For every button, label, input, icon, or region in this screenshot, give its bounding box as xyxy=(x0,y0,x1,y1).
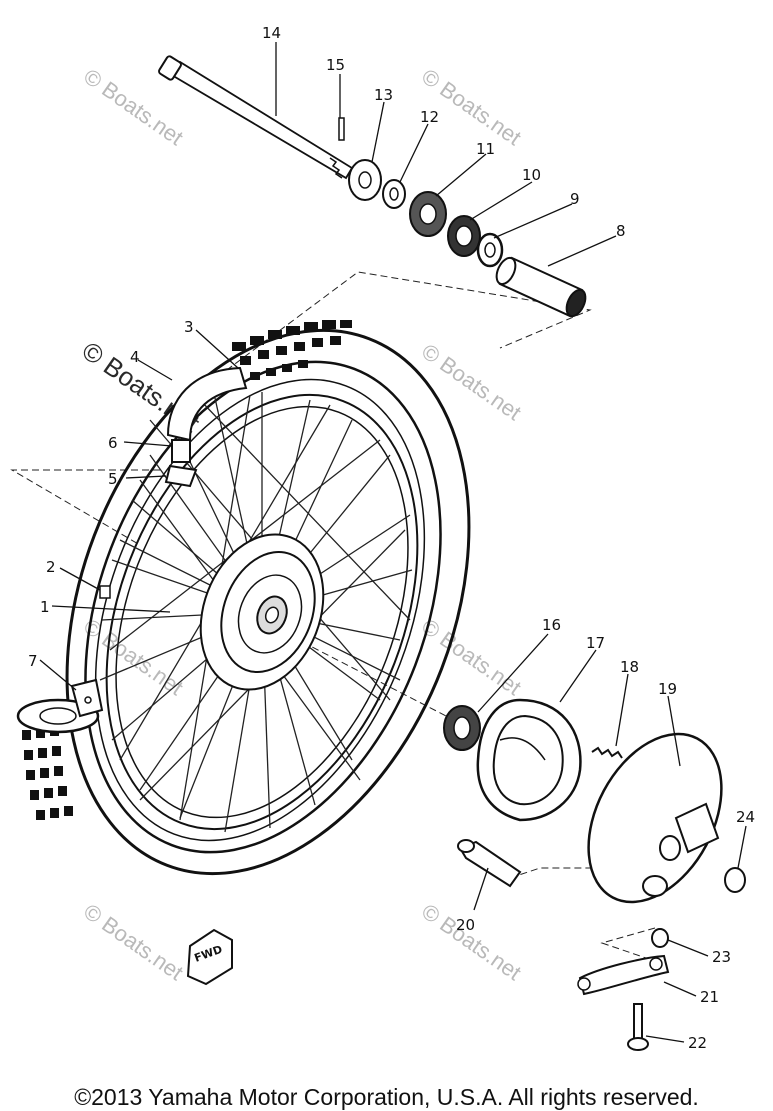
callout-13: 13 xyxy=(374,86,393,104)
lever-bolt xyxy=(627,1003,649,1051)
hub xyxy=(199,533,325,691)
callout-19: 19 xyxy=(658,680,677,698)
axle xyxy=(158,55,354,180)
callout-2: 2 xyxy=(46,558,56,576)
spacer-tube xyxy=(495,256,587,318)
callout-3: 3 xyxy=(184,318,194,336)
callout-20: 20 xyxy=(456,916,475,934)
callout-6: 6 xyxy=(108,434,118,452)
bearing xyxy=(447,215,481,257)
callout-1: 1 xyxy=(40,598,50,616)
callout-7: 7 xyxy=(28,652,38,670)
tire xyxy=(16,320,471,876)
brake-shoes xyxy=(476,698,582,822)
cam-lever xyxy=(577,954,670,996)
cotter-pin xyxy=(338,117,345,141)
brake-cam xyxy=(457,839,522,888)
callout-21: 21 xyxy=(700,988,719,1006)
collar xyxy=(382,179,406,209)
bracket xyxy=(70,678,104,718)
callout-9: 9 xyxy=(570,190,580,208)
callout-22: 22 xyxy=(688,1034,707,1052)
callout-10: 10 xyxy=(522,166,541,184)
return-spring xyxy=(591,746,623,759)
callout-5: 5 xyxy=(108,470,118,488)
brake-nut xyxy=(724,867,746,893)
callout-24: 24 xyxy=(736,808,755,826)
callout-12: 12 xyxy=(420,108,439,126)
leader-lines xyxy=(39,42,747,1043)
assembly-guide-lines xyxy=(10,271,656,959)
watermark: © Boats.net xyxy=(417,64,526,151)
callout-18: 18 xyxy=(620,658,639,676)
washer xyxy=(651,928,669,948)
callout-8: 8 xyxy=(616,222,626,240)
callout-4: 4 xyxy=(130,348,140,366)
oil-seal xyxy=(409,191,447,237)
watermark: © Boats.net xyxy=(417,899,526,986)
callout-14: 14 xyxy=(262,24,281,42)
spoke-nipple xyxy=(99,585,111,599)
valve-stem xyxy=(164,366,248,488)
hub-bearing xyxy=(443,705,481,751)
rim xyxy=(105,393,419,831)
callout-23: 23 xyxy=(712,948,731,966)
callout-labels: 1 2 3 4 5 6 7 8 9 10 11 12 13 14 15 16 1… xyxy=(28,24,755,1052)
watermark: © Boats.net xyxy=(79,899,188,986)
copyright-notice: ©2013 Yamaha Motor Corporation, U.S.A. A… xyxy=(74,1084,699,1110)
brake-plate xyxy=(587,732,723,904)
callout-17: 17 xyxy=(586,634,605,652)
watermark: © Boats.net xyxy=(417,339,526,426)
callout-11: 11 xyxy=(476,140,495,158)
callout-15: 15 xyxy=(326,56,345,74)
spacer-ring xyxy=(476,232,504,268)
fwd-marker: FWD xyxy=(186,928,233,986)
axle-nut xyxy=(348,159,382,201)
callout-16: 16 xyxy=(542,616,561,634)
